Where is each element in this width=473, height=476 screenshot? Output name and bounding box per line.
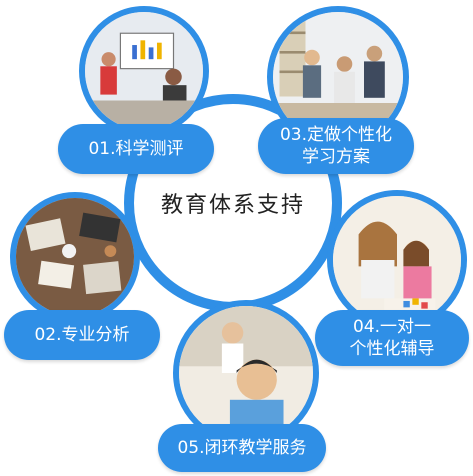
label-01: 01.科学测评 [58, 124, 214, 174]
desk-analysis-photo [10, 192, 140, 322]
label-04: 04.一对一 个性化辅导 [315, 310, 469, 366]
student-teacher-photo [173, 300, 319, 446]
label-03: 03.定做个性化 学习方案 [258, 118, 414, 174]
label-05: 05.闭环教学服务 [158, 424, 326, 472]
label-02: 02.专业分析 [4, 310, 160, 360]
business-meeting-photo [79, 6, 209, 136]
center-title: 教育体系支持 [160, 193, 305, 218]
tutoring-photo [327, 190, 467, 330]
